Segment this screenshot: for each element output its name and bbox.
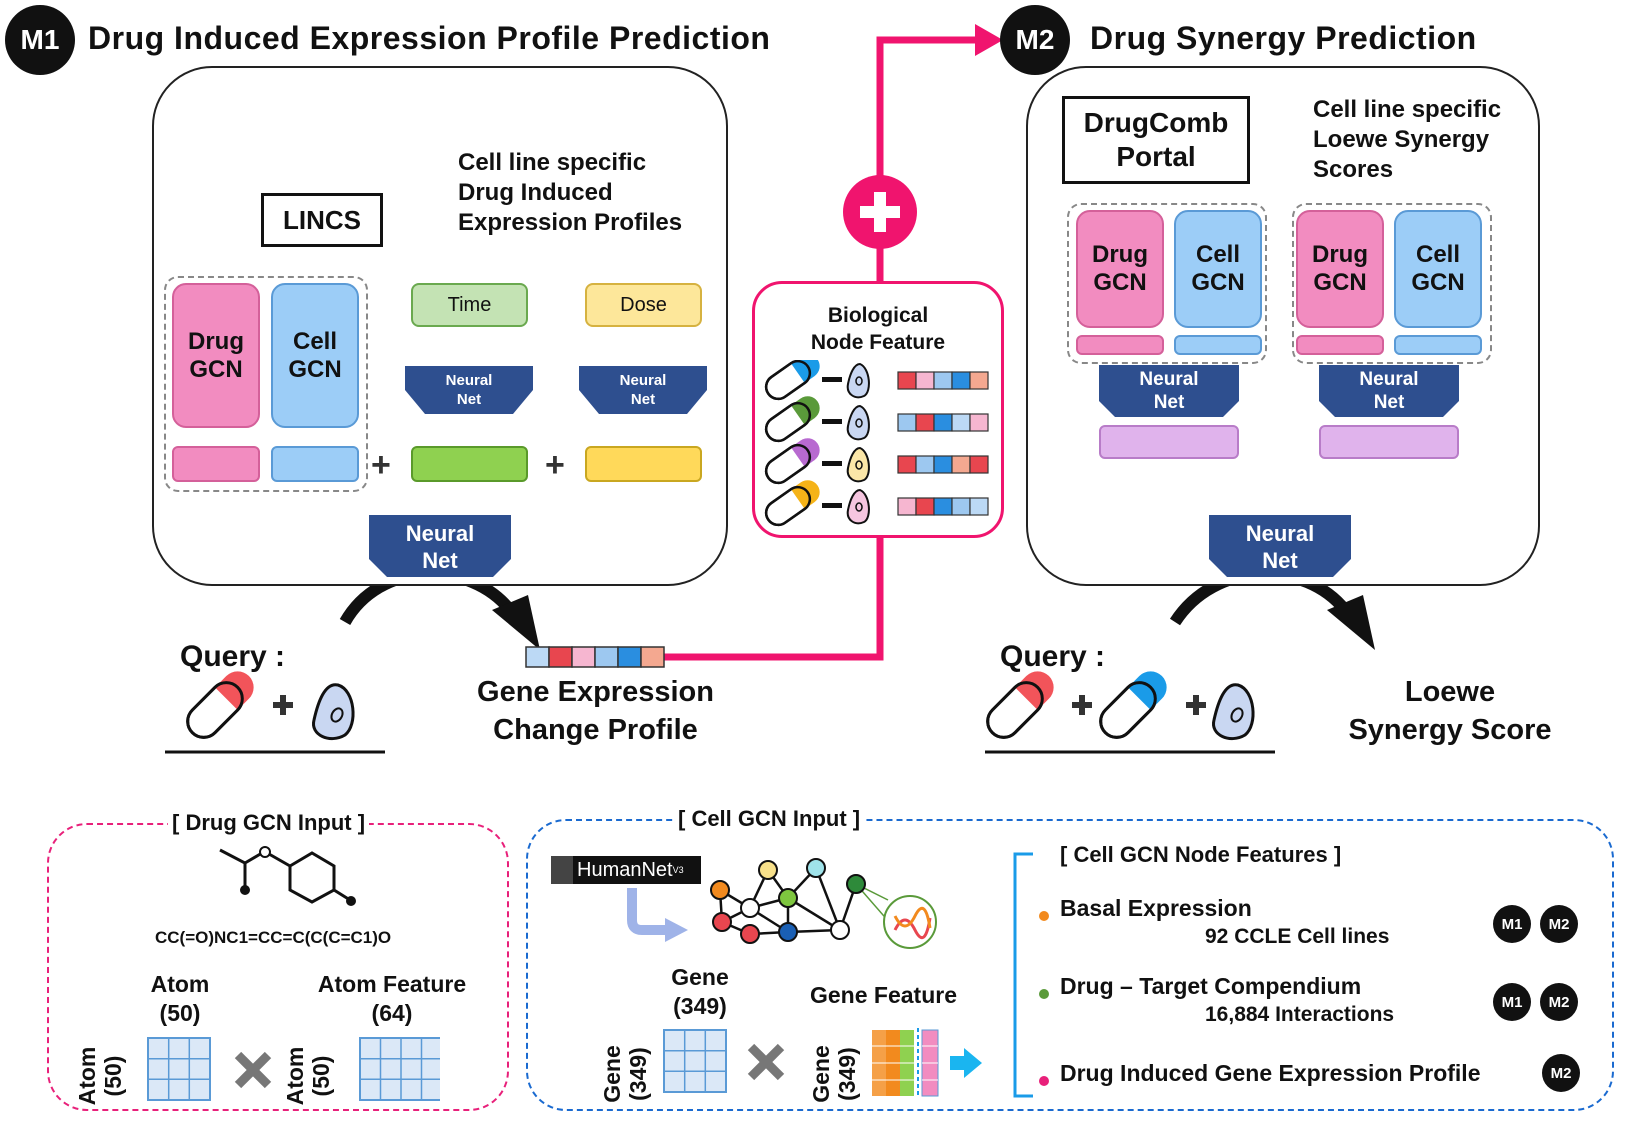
cyan-arrow-icon [950, 1048, 982, 1078]
feature-bullet-dot [1039, 911, 1049, 921]
feature-bracket [1013, 852, 1033, 1098]
m1-plus-1: + [371, 446, 391, 484]
adjacency-row-label: Atom(50) [74, 1046, 126, 1106]
atom-count-label: Atom(50) [150, 971, 210, 1026]
gene-row-label: Gene(349) [599, 1045, 651, 1103]
feature-name: Basal Expression [1060, 895, 1252, 921]
m2-cell-embed-left [1174, 335, 1262, 355]
cell-gcn-input-title: [ Cell GCN Input ] [674, 806, 865, 832]
m2-title: Drug Synergy Prediction [1090, 20, 1477, 56]
m2-query-pill-red [986, 671, 1054, 739]
feature-detail: 16,884 Interactions [1205, 1003, 1395, 1026]
time-embedding [411, 446, 528, 482]
dose-box: Dose [585, 283, 702, 327]
m1-plus-2: + [545, 446, 565, 484]
atom-adjacency-matrix [147, 1037, 211, 1101]
m2-query-pill-blue [1099, 671, 1167, 739]
cell-matrices [663, 1028, 982, 1098]
humannet-figure-icon [551, 856, 573, 884]
cell-gcn-input-panel [526, 819, 1614, 1111]
m1-drug-embedding [172, 446, 260, 482]
node-feature-row [764, 438, 989, 485]
m1-badge: M1 [5, 5, 75, 75]
m2-drug-embed-right [1296, 335, 1384, 355]
multiply-icon [234, 1051, 272, 1089]
model-badge-m2: M2 [1542, 1054, 1580, 1092]
feature-name: Drug – Target Compendium [1060, 973, 1362, 999]
gene-feature-title: Gene Feature [810, 982, 957, 1008]
m2-combined-embed-right [1319, 425, 1459, 459]
m1-query-label: Query : [180, 640, 286, 673]
smiles-string: CC(=O)NC1=CC=C(C(C=C1)O [155, 928, 392, 947]
cell-gcn-node-features-title: [ Cell GCN Node Features ] [1060, 842, 1342, 867]
gene-network-graphic [627, 858, 937, 949]
m2-cell-embed-right [1394, 335, 1482, 355]
gene-expression-profile-bar [525, 646, 665, 668]
feature-name: Drug Induced Gene Expression Profile [1060, 1060, 1481, 1086]
atom-feature-label: Atom Feature(64) [317, 971, 467, 1026]
m2-query-label: Query : [1000, 640, 1106, 673]
m2-combined-embed-left [1099, 425, 1239, 459]
gene-count-label: Gene(349) [671, 964, 729, 1019]
m1-cell-embedding [271, 446, 359, 482]
pink-connector-arrowhead [975, 24, 1003, 56]
time-box: Time [411, 283, 528, 327]
model-badge-m2: M2 [1540, 905, 1578, 943]
lincs-label: LINCS [261, 193, 383, 247]
molecule-structure-icon [219, 846, 356, 906]
model-badge-m2: M2 [1540, 983, 1578, 1021]
multiply-icon [747, 1043, 785, 1081]
m1-gcn-group [164, 276, 368, 492]
m2-gcn-group-left [1067, 203, 1267, 364]
node-feature-row [764, 480, 989, 527]
atom-feature-matrix [359, 1037, 440, 1101]
m1-query-pill [186, 671, 254, 739]
gene-adjacency-matrix [663, 1029, 727, 1093]
node-feature-row [764, 360, 989, 401]
m1-title: Drug Induced Expression Profile Predicti… [88, 20, 771, 56]
m2-drug-embed-left [1076, 335, 1164, 355]
model-badge-m1: M1 [1493, 983, 1531, 1021]
m2-query-cell [1212, 683, 1255, 741]
drug-gcn-input-title: [ Drug GCN Input ] [168, 810, 370, 836]
feature-bullet-dot [1039, 1076, 1049, 1086]
m2-badge: M2 [1000, 5, 1070, 75]
drug-matrices [147, 1037, 440, 1101]
drug-target-feature-rows [764, 360, 989, 527]
model-badge-m1: M1 [1493, 905, 1531, 943]
gene-feature-matrix [872, 1028, 939, 1098]
feature-bullet-dot [1039, 989, 1049, 999]
node-feature-row [764, 396, 989, 443]
feature-detail: 92 CCLE Cell lines [1205, 925, 1390, 948]
m2-gcn-group-right [1292, 203, 1492, 364]
m1-query-cell [312, 683, 355, 741]
dose-embedding [585, 446, 702, 482]
